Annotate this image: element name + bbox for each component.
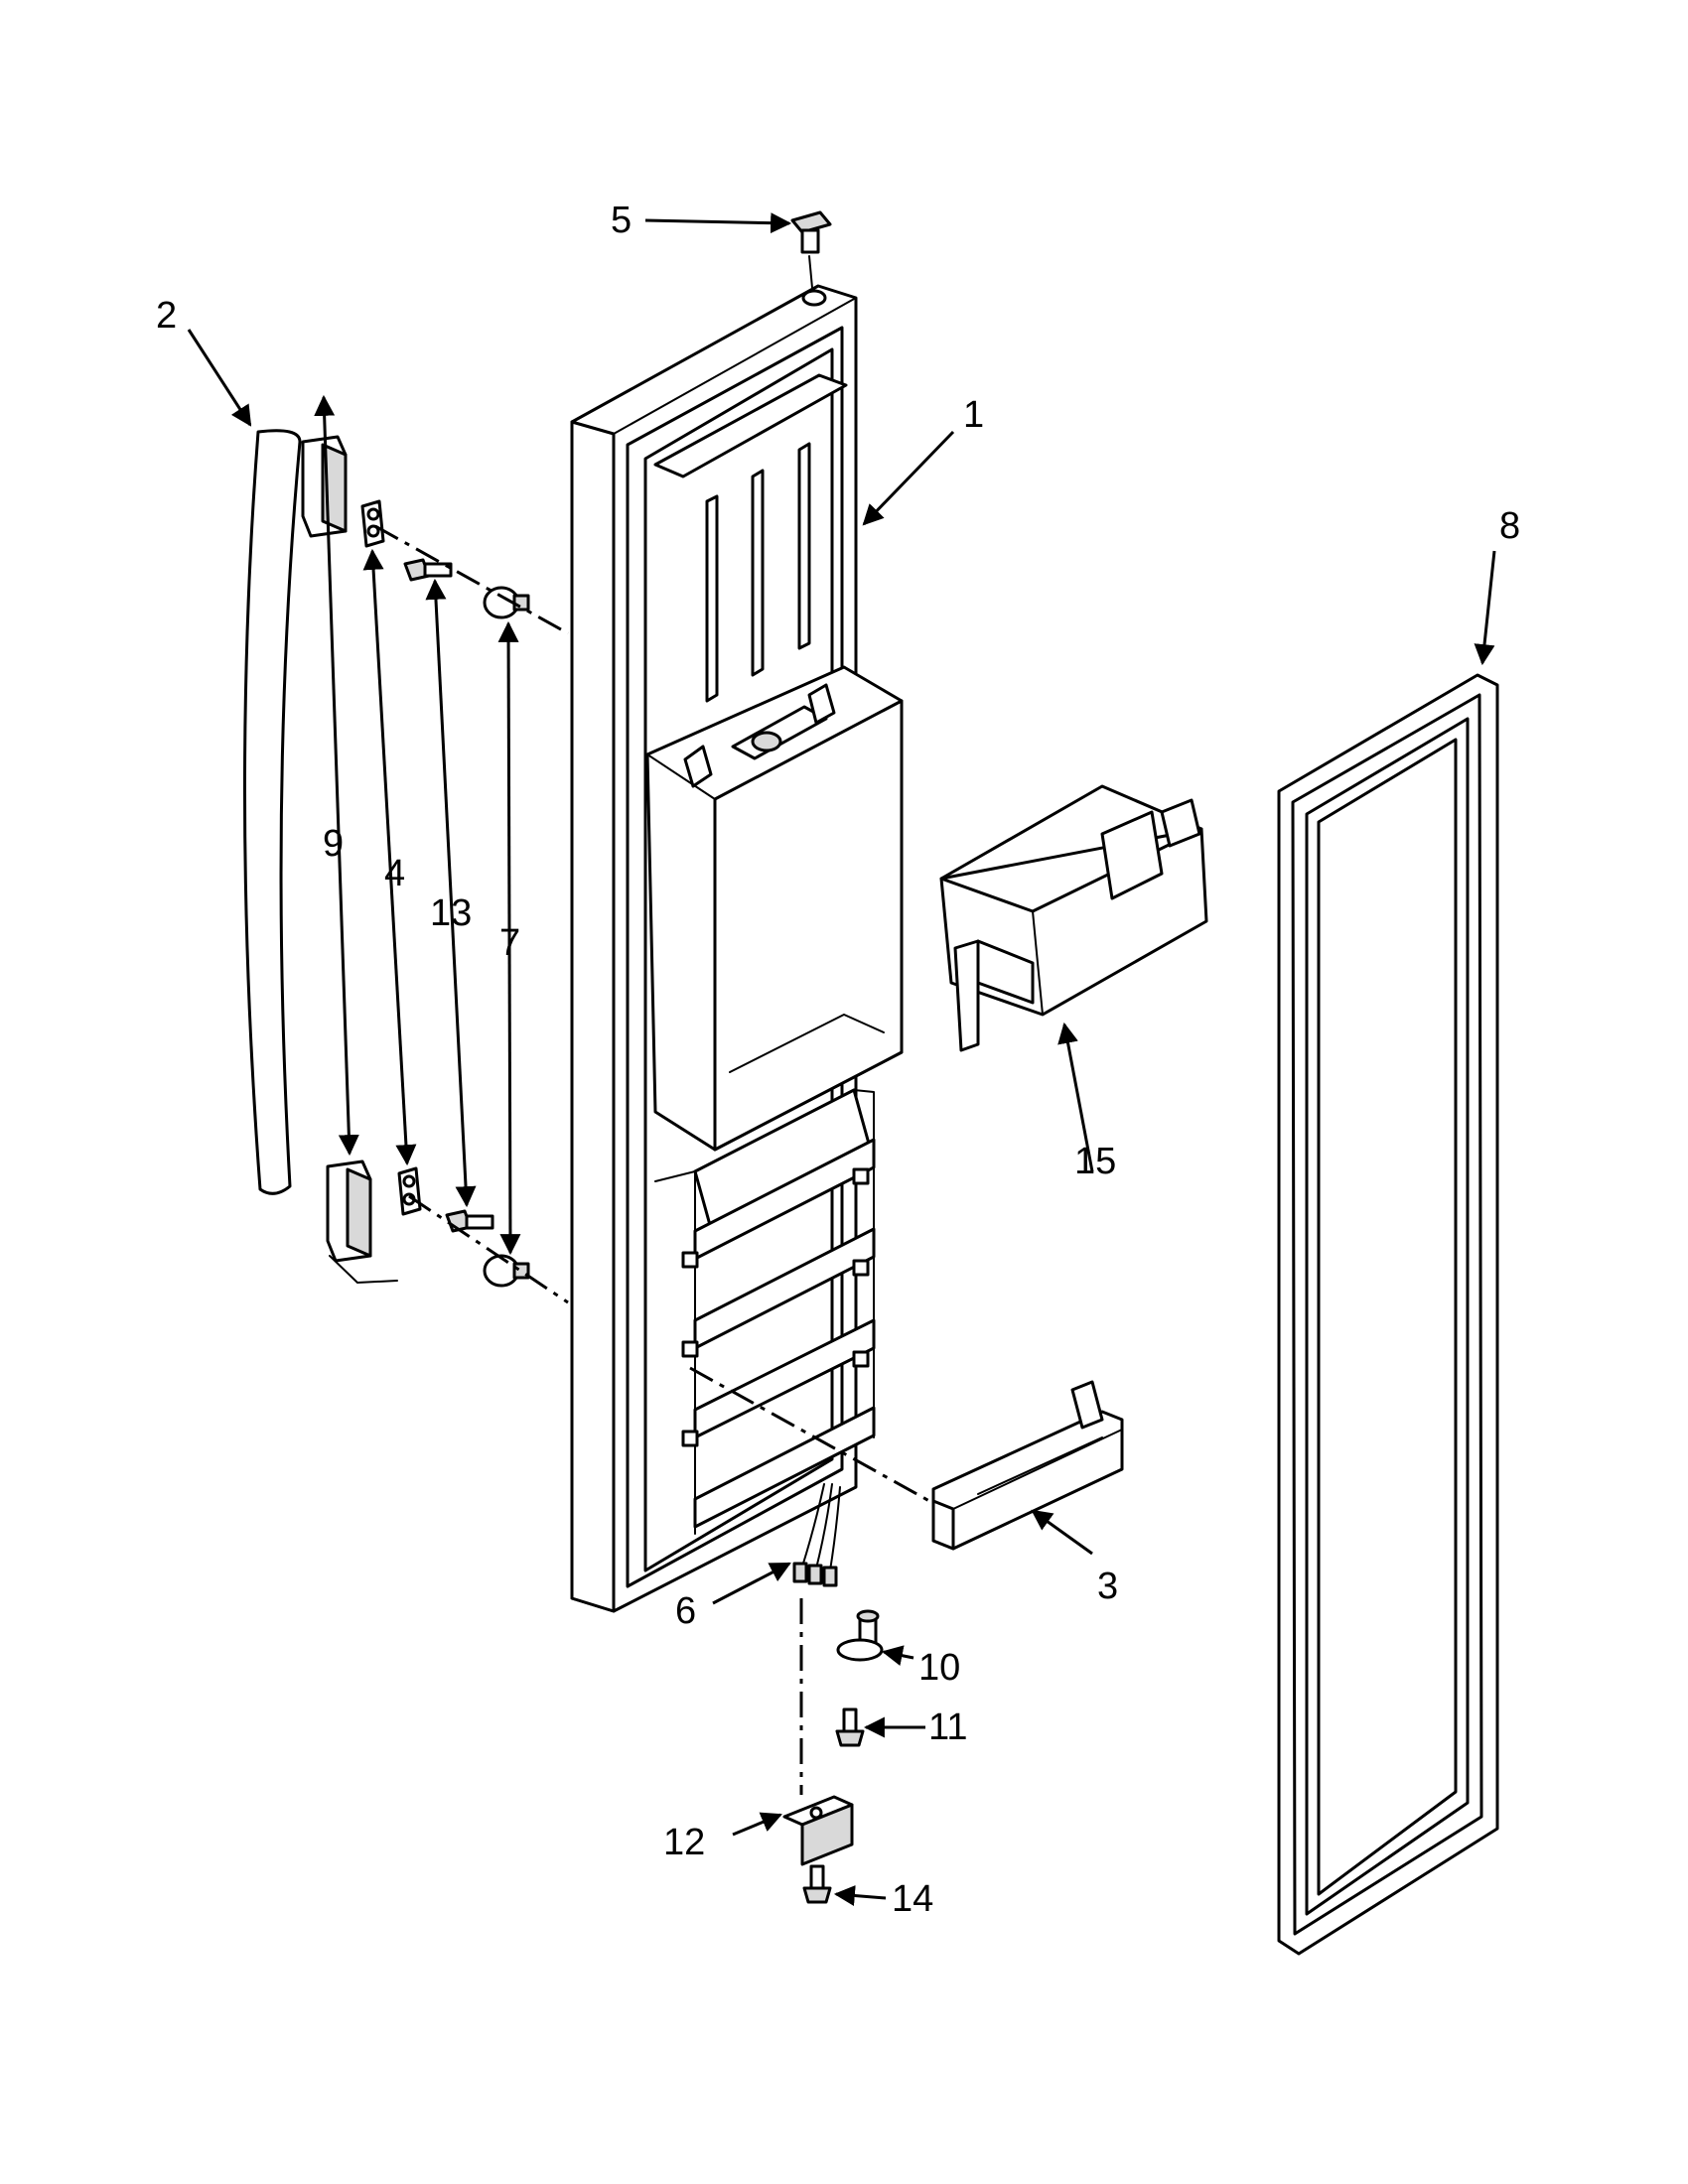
callout-8: 8 [1499, 505, 1520, 547]
callout-7: 7 [499, 922, 520, 964]
clip-part-4 [360, 499, 422, 1216]
wire-harness-part-6 [792, 1483, 841, 1587]
plug-part-7 [483, 586, 530, 1288]
screw-part-14 [802, 1864, 832, 1904]
leader-lines [187, 212, 1496, 1906]
callout-12: 12 [663, 1822, 705, 1863]
callout-9: 9 [323, 823, 344, 865]
callout-15: 15 [1074, 1141, 1116, 1182]
door-gasket-part-8 [1277, 673, 1499, 1956]
callout-3: 3 [1097, 1566, 1118, 1607]
callout-4: 4 [384, 853, 405, 894]
door-bin-part-3 [931, 1380, 1124, 1551]
callout-1: 1 [963, 394, 984, 436]
callout-13: 13 [430, 892, 472, 934]
screw-part-11 [835, 1707, 865, 1747]
callout-5: 5 [611, 200, 632, 241]
handle-end-cap-part-9 [301, 435, 398, 1284]
hinge-bracket-part-12 [782, 1795, 854, 1866]
callout-2: 2 [156, 295, 177, 337]
callout-6: 6 [675, 1590, 696, 1632]
top-plug-part-5 [790, 210, 832, 307]
callout-14: 14 [892, 1878, 933, 1920]
callout-10: 10 [918, 1647, 960, 1689]
door-handle-part-2 [243, 429, 302, 1195]
ice-bin-part-15 [939, 784, 1208, 1052]
door-panel-part-1 [570, 284, 904, 1613]
hinge-pin-part-10 [836, 1609, 884, 1662]
callout-11: 11 [928, 1706, 967, 1748]
callout-labels: 5 2 1 8 9 4 13 7 15 3 6 10 11 12 14 [156, 200, 1520, 1920]
